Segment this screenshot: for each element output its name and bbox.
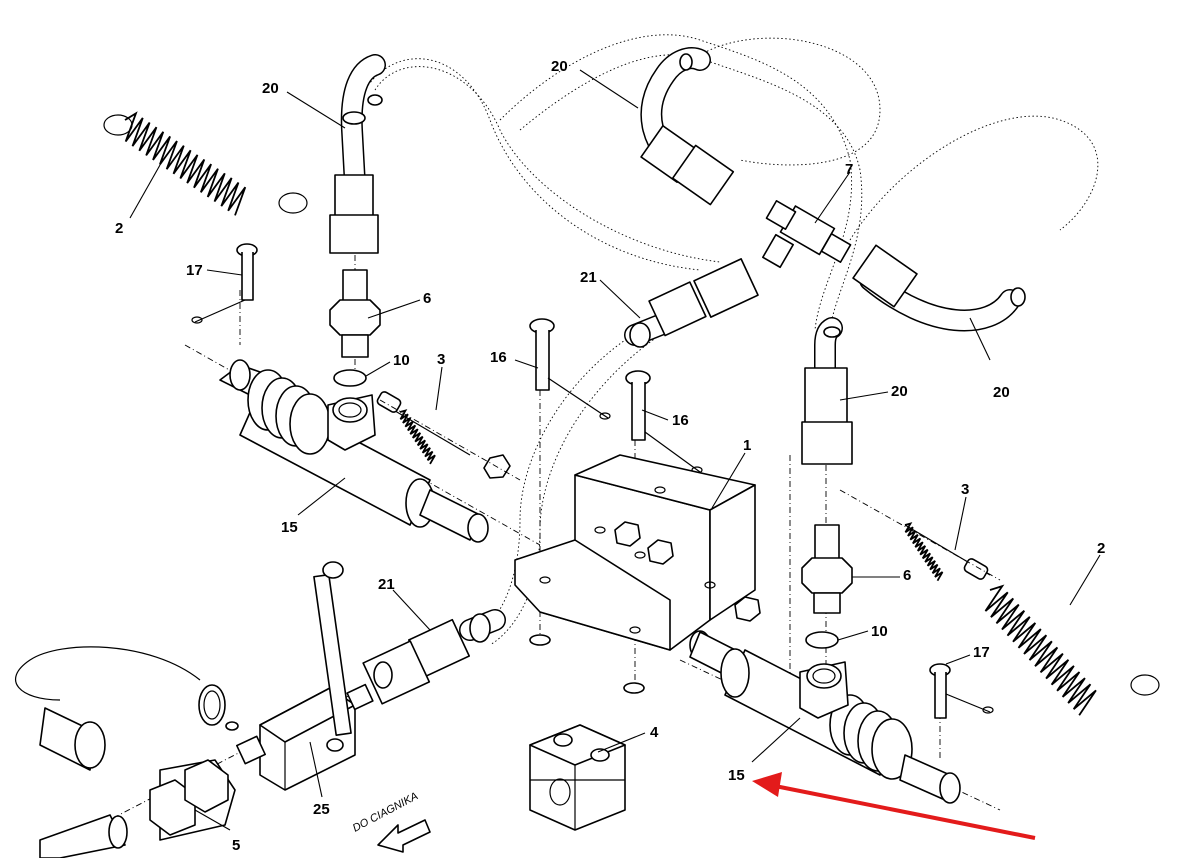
cylinder-lower-right (689, 630, 961, 804)
hose-end-top-center (640, 47, 735, 206)
label-25-valve: 25 (313, 801, 330, 818)
callout-labels: 2 2 20 20 20 20 7 17 17 6 6 21 21 16 16 … (115, 58, 1105, 854)
pin-16-right (625, 370, 703, 474)
tee-fitting (762, 200, 852, 269)
label-20-top-left: 20 (262, 80, 279, 97)
hose-end-center (624, 258, 759, 348)
label-21-center: 21 (580, 269, 597, 286)
cylinder-upper-left (219, 359, 489, 543)
hose-end-lower-left (362, 609, 506, 705)
label-6-lower: 6 (903, 567, 911, 584)
label-5-fitting: 5 (232, 837, 240, 854)
label-20-top-center: 20 (551, 58, 568, 75)
spring-top-left (103, 111, 308, 216)
pin-17-lower (929, 663, 994, 719)
label-2-spring-left: 2 (115, 220, 123, 237)
direction-indicator: DO CIAGNIKA (351, 790, 431, 853)
label-20-right: 20 (993, 384, 1010, 401)
label-7-tee: 7 (845, 161, 853, 178)
label-17-upper: 17 (186, 262, 203, 279)
ball-valve (236, 561, 374, 791)
pin-16-left (529, 318, 611, 420)
fitting-lower (801, 524, 853, 649)
label-6-upper: 6 (423, 290, 431, 307)
pin-17-upper (191, 243, 258, 324)
fitting-upper (329, 269, 381, 387)
label-17-lower: 17 (973, 644, 990, 661)
mounting-bracket (514, 454, 761, 694)
pipe-clamp (529, 724, 626, 831)
label-1-bracket: 1 (743, 437, 751, 454)
label-4-clamp: 4 (650, 724, 659, 741)
spring-bottom-right (984, 584, 1160, 716)
label-16-right: 16 (672, 412, 689, 429)
label-15-upper: 15 (281, 519, 298, 536)
label-2-spring-right: 2 (1097, 540, 1105, 557)
hose-end-top-left (329, 54, 386, 254)
dust-cap-assembly (15, 646, 239, 858)
label-3-left: 3 (437, 351, 445, 368)
label-10-lower: 10 (871, 623, 888, 640)
label-20-right-vertical: 20 (891, 383, 908, 400)
label-3-right: 3 (961, 481, 969, 498)
leader-lines (129, 69, 1101, 831)
adjusting-screw-right (904, 522, 991, 582)
label-15-lower: 15 (728, 767, 745, 784)
hose-paths (354, 34, 1099, 646)
label-21-lower: 21 (378, 576, 395, 593)
label-10-upper: 10 (393, 352, 410, 369)
highlight-arrow (752, 772, 1036, 840)
hose-end-right-vertical (801, 317, 853, 465)
hose-end-right (852, 244, 1026, 332)
label-16-left: 16 (490, 349, 507, 366)
